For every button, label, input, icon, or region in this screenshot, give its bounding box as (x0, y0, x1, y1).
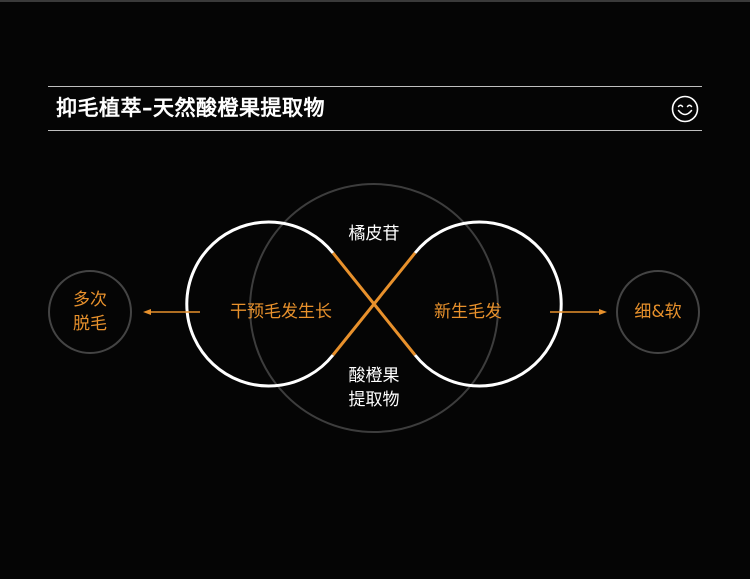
ingredient-top-label: 橘皮苷 (348, 224, 400, 244)
left-result-line1: 多次 (73, 290, 107, 310)
left-loop-label: 干预毛发生长 (230, 302, 332, 322)
right-result-label: 细&软 (634, 302, 682, 322)
left-result-label: 多次 脱毛 (60, 288, 120, 336)
ingredient-bottom-line1: 酸橙果 (348, 366, 400, 386)
right-result-circle (616, 270, 700, 354)
smiley-icon (671, 95, 699, 123)
left-result-line2: 脱毛 (73, 314, 107, 334)
right-arrow-head (599, 309, 607, 315)
ingredient-bottom-line2: 提取物 (348, 390, 400, 410)
page-title: 抑毛植萃–天然酸橙果提取物 (56, 96, 325, 120)
left-result-circle (48, 270, 132, 354)
top-divider (0, 0, 750, 2)
background-circle (249, 183, 499, 433)
section-header: 抑毛植萃–天然酸橙果提取物 (48, 86, 702, 131)
left-loop (185, 220, 335, 388)
right-loop (413, 220, 563, 388)
cross-line-b (331, 252, 417, 356)
ingredient-bottom-label: 酸橙果 提取物 (334, 364, 414, 412)
left-arrow-head (143, 309, 151, 315)
right-loop-label: 新生毛发 (434, 302, 502, 322)
